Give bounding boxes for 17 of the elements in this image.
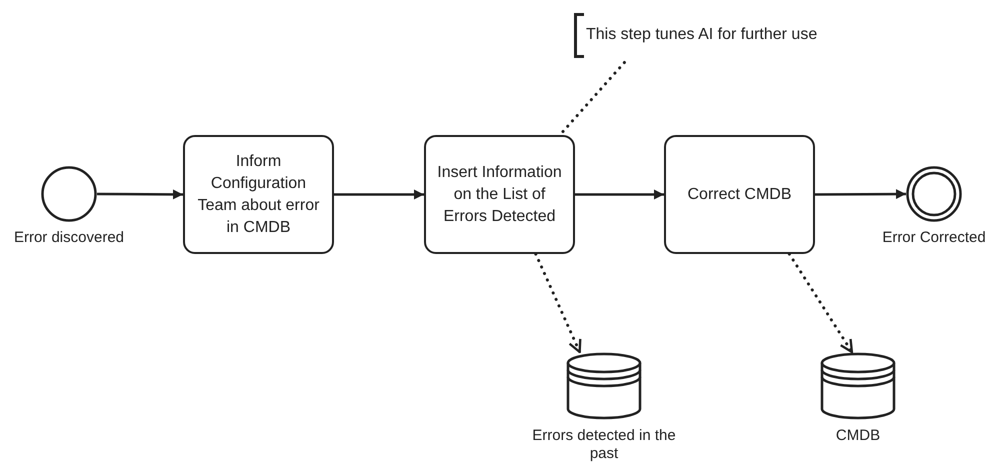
sequence-flow-arrow — [575, 190, 664, 200]
event-label: Error discovered — [12, 229, 126, 247]
association-line — [788, 252, 854, 354]
event-label: Errors detected in the past — [531, 427, 677, 463]
task-box — [664, 135, 815, 254]
sequence-flow-arrow — [334, 190, 424, 200]
task-box — [424, 135, 575, 254]
association-line — [534, 252, 582, 354]
sequence-flow-arrow — [97, 189, 183, 200]
event-label: Error Corrected — [881, 229, 987, 247]
task-label: Inform Configuration Team about error in CMDB — [196, 152, 320, 238]
event-label: CMDB — [834, 427, 882, 445]
task-label: Insert Information on the List of Errors Detected — [436, 162, 563, 226]
task-label: Correct CMDB — [687, 184, 792, 204]
annotation-text: This step tunes AI for further use — [586, 25, 818, 45]
sequence-flow-arrow — [815, 189, 906, 200]
task-box — [183, 135, 334, 254]
